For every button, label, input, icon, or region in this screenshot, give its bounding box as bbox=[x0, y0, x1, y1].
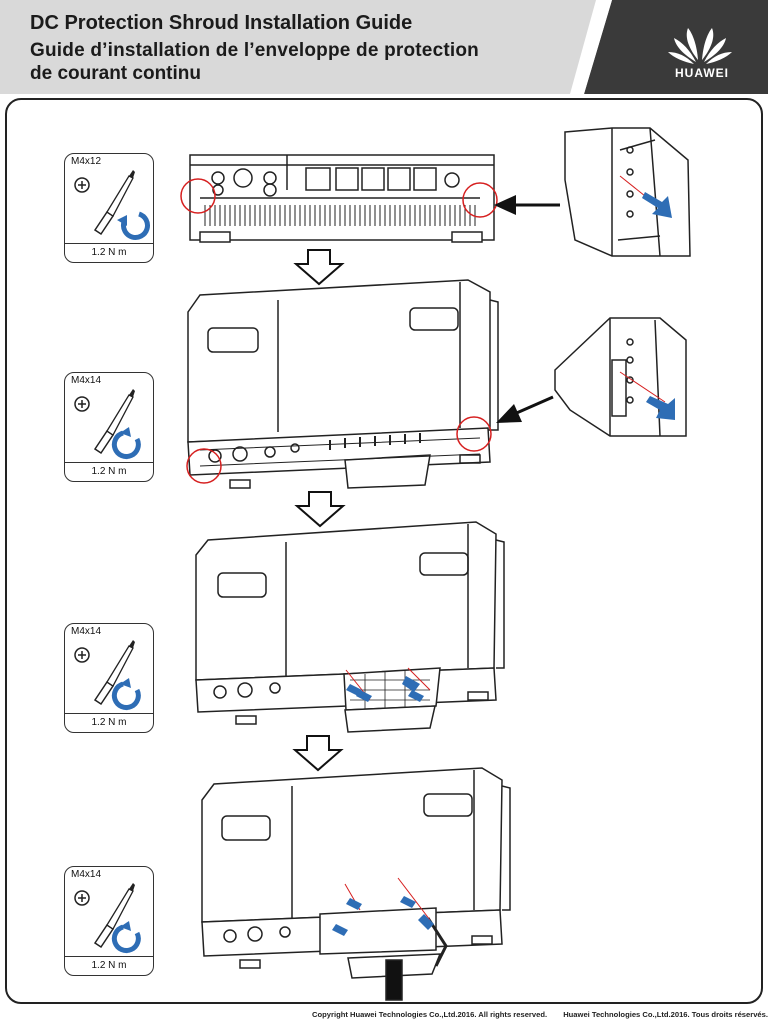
logo-wordmark: HUAWEI bbox=[675, 66, 729, 80]
huawei-logo-icon bbox=[668, 28, 732, 64]
down-arrow-icon bbox=[294, 491, 346, 528]
tool-card-step-3: M4x14 1.2 N m bbox=[64, 623, 154, 733]
screwdriver-icon bbox=[74, 389, 141, 460]
torque-value: 1.2 N m bbox=[65, 462, 153, 481]
torque-value: 1.2 N m bbox=[65, 713, 153, 732]
inverter-step-4 bbox=[201, 767, 511, 1001]
screw-spec: M4x14 bbox=[71, 626, 102, 637]
screwdriver-icon bbox=[74, 170, 150, 240]
screwdriver-icon bbox=[74, 640, 141, 711]
tool-card-step-4: M4x14 1.2 N m bbox=[64, 866, 154, 976]
torque-value: 1.2 N m bbox=[65, 243, 153, 262]
page-title-fr-line1: Guide d’installation de l’enveloppe de p… bbox=[30, 40, 479, 61]
page-title: DC Protection Shroud Installation Guide bbox=[30, 12, 413, 34]
bracket-detail-2 bbox=[496, 317, 687, 437]
down-arrow-icon bbox=[292, 735, 344, 772]
copyright-fr: Huawei Technologies Co.,Ltd.2016. Tous d… bbox=[563, 1010, 768, 1019]
down-arrow-icon bbox=[293, 249, 345, 286]
content-frame bbox=[5, 98, 763, 1004]
copyright-footer: Copyright Huawei Technologies Co.,Ltd.20… bbox=[0, 1010, 768, 1019]
screw-spec: M4x14 bbox=[71, 869, 102, 880]
screwdriver-icon bbox=[74, 883, 141, 954]
inverter-step-3 bbox=[195, 521, 505, 733]
bracket-detail-1 bbox=[494, 127, 691, 257]
torque-value: 1.2 N m bbox=[65, 956, 153, 975]
screw-spec: M4x14 bbox=[71, 375, 102, 386]
inverter-step-2 bbox=[186, 279, 499, 489]
copyright-en: Copyright Huawei Technologies Co.,Ltd.20… bbox=[312, 1010, 548, 1019]
tool-card-step-2: M4x14 1.2 N m bbox=[64, 372, 154, 482]
header-logo-panel bbox=[570, 0, 768, 94]
page-title-fr-line2: de courant continu bbox=[30, 63, 201, 84]
tool-card-step-1: M4x12 1.2 N m bbox=[64, 153, 154, 263]
screw-spec: M4x12 bbox=[71, 156, 102, 167]
inverter-bottom-view bbox=[180, 154, 498, 243]
